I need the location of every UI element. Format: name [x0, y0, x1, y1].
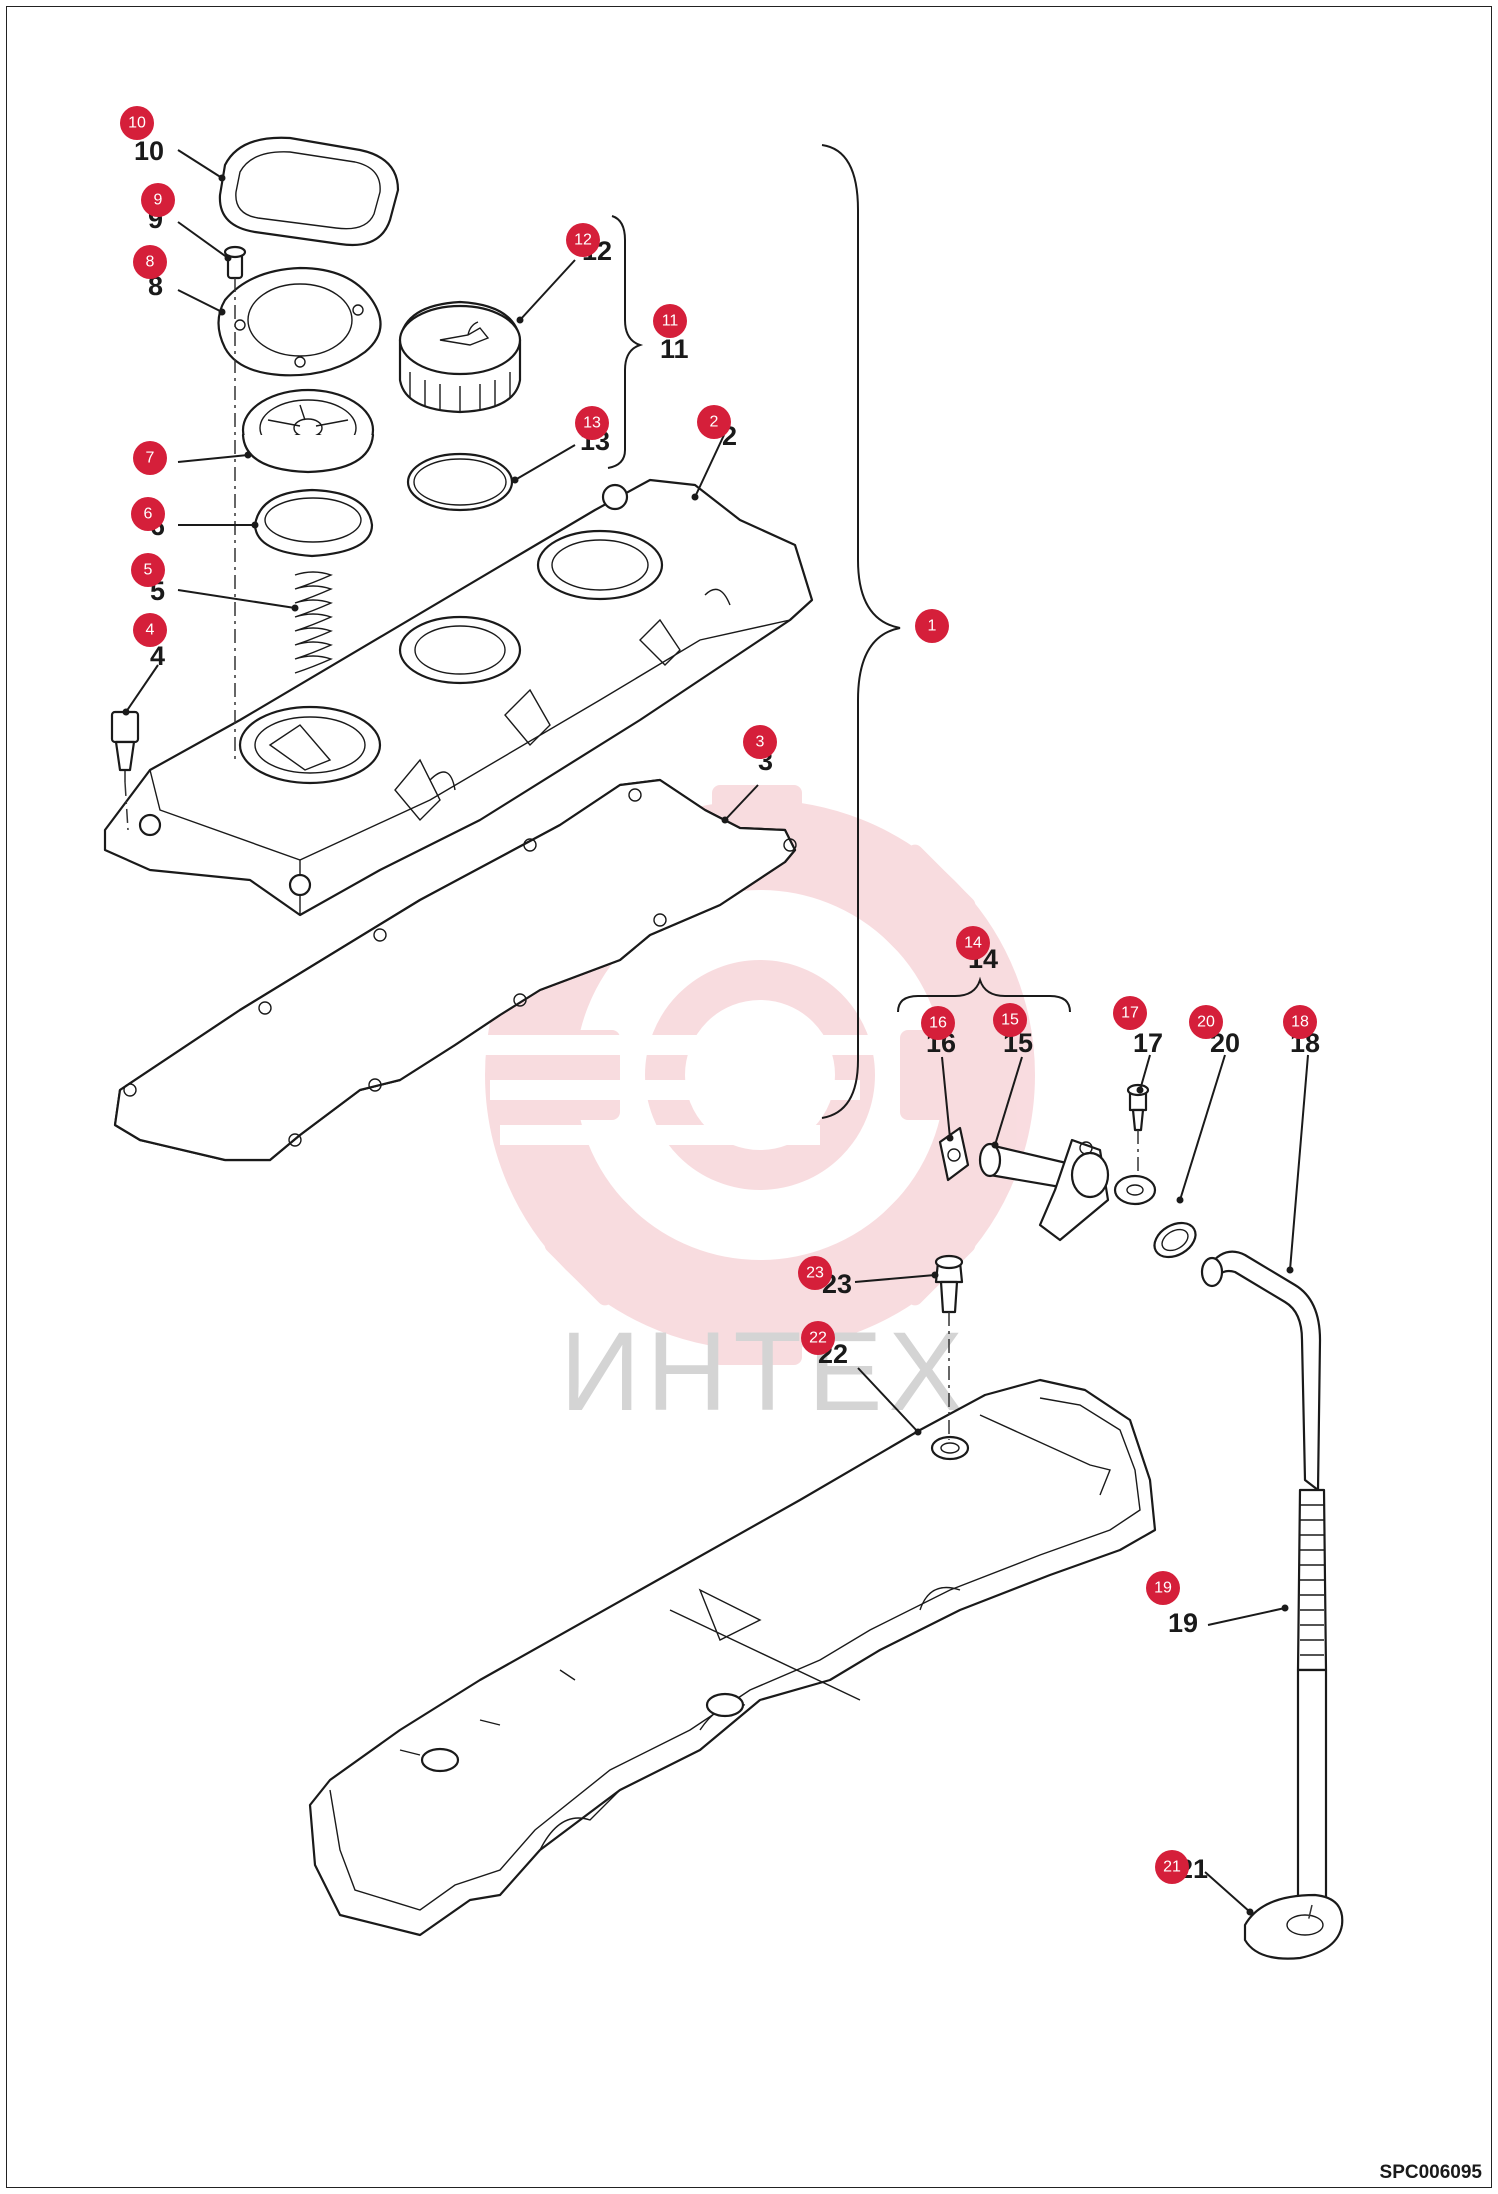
svg-text:22: 22 [809, 1330, 827, 1347]
drawing-frame [6, 6, 1492, 2188]
watermark-text: ИНТЕХ [560, 1309, 969, 1434]
callout-badge-7[interactable]: 7 [133, 441, 167, 475]
sensor-bolt-part [110, 710, 140, 782]
callout-badge-4[interactable]: 4 [133, 613, 167, 647]
hose-clamp-part [1153, 1221, 1197, 1259]
callout-badge-10[interactable]: 10 [120, 106, 154, 140]
callout-badge-9[interactable]: 9 [141, 183, 175, 217]
small-screw-part [223, 245, 247, 280]
svg-text:9: 9 [154, 192, 163, 209]
callout-badge-12[interactable]: 12 [566, 223, 600, 257]
group-1-bracket [821, 144, 901, 1119]
cover-plate-part [218, 136, 400, 246]
callout-badge-2[interactable]: 2 [697, 405, 731, 439]
svg-text:17: 17 [1121, 1005, 1139, 1022]
callout-badge-17[interactable]: 17 [1113, 996, 1147, 1030]
drawing-code: SPC006095 [1379, 2162, 1482, 2183]
callout-badge-14[interactable]: 14 [956, 926, 990, 960]
fitting-seal-part [938, 1126, 970, 1182]
callout-badge-6[interactable]: 6 [131, 497, 165, 531]
callout-badge-23[interactable]: 23 [798, 1256, 832, 1290]
callout-badge-20[interactable]: 20 [1189, 1005, 1223, 1039]
o-ring-part [406, 452, 514, 512]
axis-sensor [124, 781, 129, 831]
valve-element-part [241, 388, 375, 474]
spring-part [294, 571, 333, 674]
cover-bolt-part [934, 1254, 964, 1314]
svg-text:12: 12 [574, 232, 592, 249]
diaphragm-part [253, 488, 374, 558]
group-11-bracket [607, 215, 644, 469]
callout-badges: 10 9 8 12 11 13 7 6 5 4 2 1 3 14 16 15 1… [120, 106, 1317, 1884]
rocker-cover-part [308, 1378, 1157, 1937]
svg-text:4: 4 [146, 622, 155, 639]
axis-grommet [1307, 1904, 1313, 1923]
gasket-part [113, 778, 797, 1162]
washer-part [1113, 1174, 1157, 1206]
cylinder-head-cover-part [103, 478, 814, 917]
callout-badge-3[interactable]: 3 [743, 725, 777, 759]
svg-text:23: 23 [806, 1265, 824, 1282]
breather-fitting-part [978, 1138, 1110, 1242]
svg-text:1: 1 [928, 618, 937, 635]
svg-text:2: 2 [710, 414, 719, 431]
callout-badge-15[interactable]: 15 [993, 1003, 1027, 1037]
number-4: 4 [150, 641, 165, 671]
breather-hose-part [1200, 1250, 1328, 1907]
callout-badge-16[interactable]: 16 [921, 1006, 955, 1040]
svg-text:19: 19 [1154, 1580, 1172, 1597]
number-11: 11 [660, 334, 689, 364]
svg-text:14: 14 [964, 935, 982, 952]
svg-text:6: 6 [144, 506, 153, 523]
oil-filler-cap-part [398, 300, 522, 414]
callout-badge-21[interactable]: 21 [1155, 1850, 1189, 1884]
hose-grommet-part [1243, 1893, 1344, 1960]
callout-badge-1[interactable]: 1 [915, 609, 949, 643]
callout-badge-13[interactable]: 13 [575, 406, 609, 440]
svg-text:18: 18 [1291, 1014, 1309, 1031]
svg-text:5: 5 [144, 562, 153, 579]
number-10: 10 [134, 136, 164, 166]
svg-text:8: 8 [146, 254, 155, 271]
callout-badge-19[interactable]: 19 [1146, 1571, 1180, 1605]
svg-text:13: 13 [583, 415, 601, 432]
callout-badge-18[interactable]: 18 [1283, 1005, 1317, 1039]
callout-badge-11[interactable]: 11 [653, 304, 687, 338]
svg-text:20: 20 [1197, 1014, 1215, 1031]
svg-text:21: 21 [1163, 1859, 1181, 1876]
fitting-bolt-part [1126, 1083, 1150, 1132]
svg-text:15: 15 [1001, 1012, 1019, 1029]
callout-badge-22[interactable]: 22 [801, 1321, 835, 1355]
number-17: 17 [1133, 1028, 1163, 1058]
callout-badge-8[interactable]: 8 [133, 245, 167, 279]
flange-plate-part [217, 266, 382, 377]
svg-text:10: 10 [128, 115, 146, 132]
svg-text:3: 3 [756, 734, 765, 751]
svg-text:7: 7 [146, 450, 155, 467]
callout-badge-5[interactable]: 5 [131, 553, 165, 587]
svg-text:16: 16 [929, 1015, 947, 1032]
group-14-bracket [897, 976, 1071, 1013]
leader-lines [122, 149, 1309, 1916]
number-19: 19 [1168, 1608, 1198, 1638]
svg-text:11: 11 [662, 313, 679, 330]
